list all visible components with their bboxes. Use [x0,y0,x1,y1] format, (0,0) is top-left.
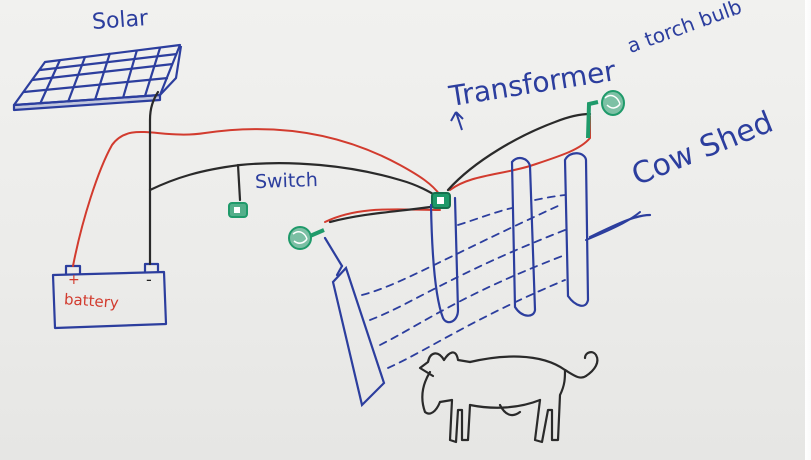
switch-label: Switch [254,168,319,194]
solar-label: Solar [91,6,149,35]
black-wires [148,90,592,266]
switch [228,202,248,218]
battery-plus-label: + [68,272,80,288]
transformer [431,111,464,209]
cow-shed-fence [323,152,652,408]
bulb-left [288,226,325,250]
solar-panel [12,43,183,112]
fence-rails [361,194,566,369]
label-pointers [585,211,641,241]
battery-label: battery [63,290,120,312]
battery-minus-label: - [146,270,152,289]
cow [418,351,599,444]
torch-bulb [586,90,625,139]
